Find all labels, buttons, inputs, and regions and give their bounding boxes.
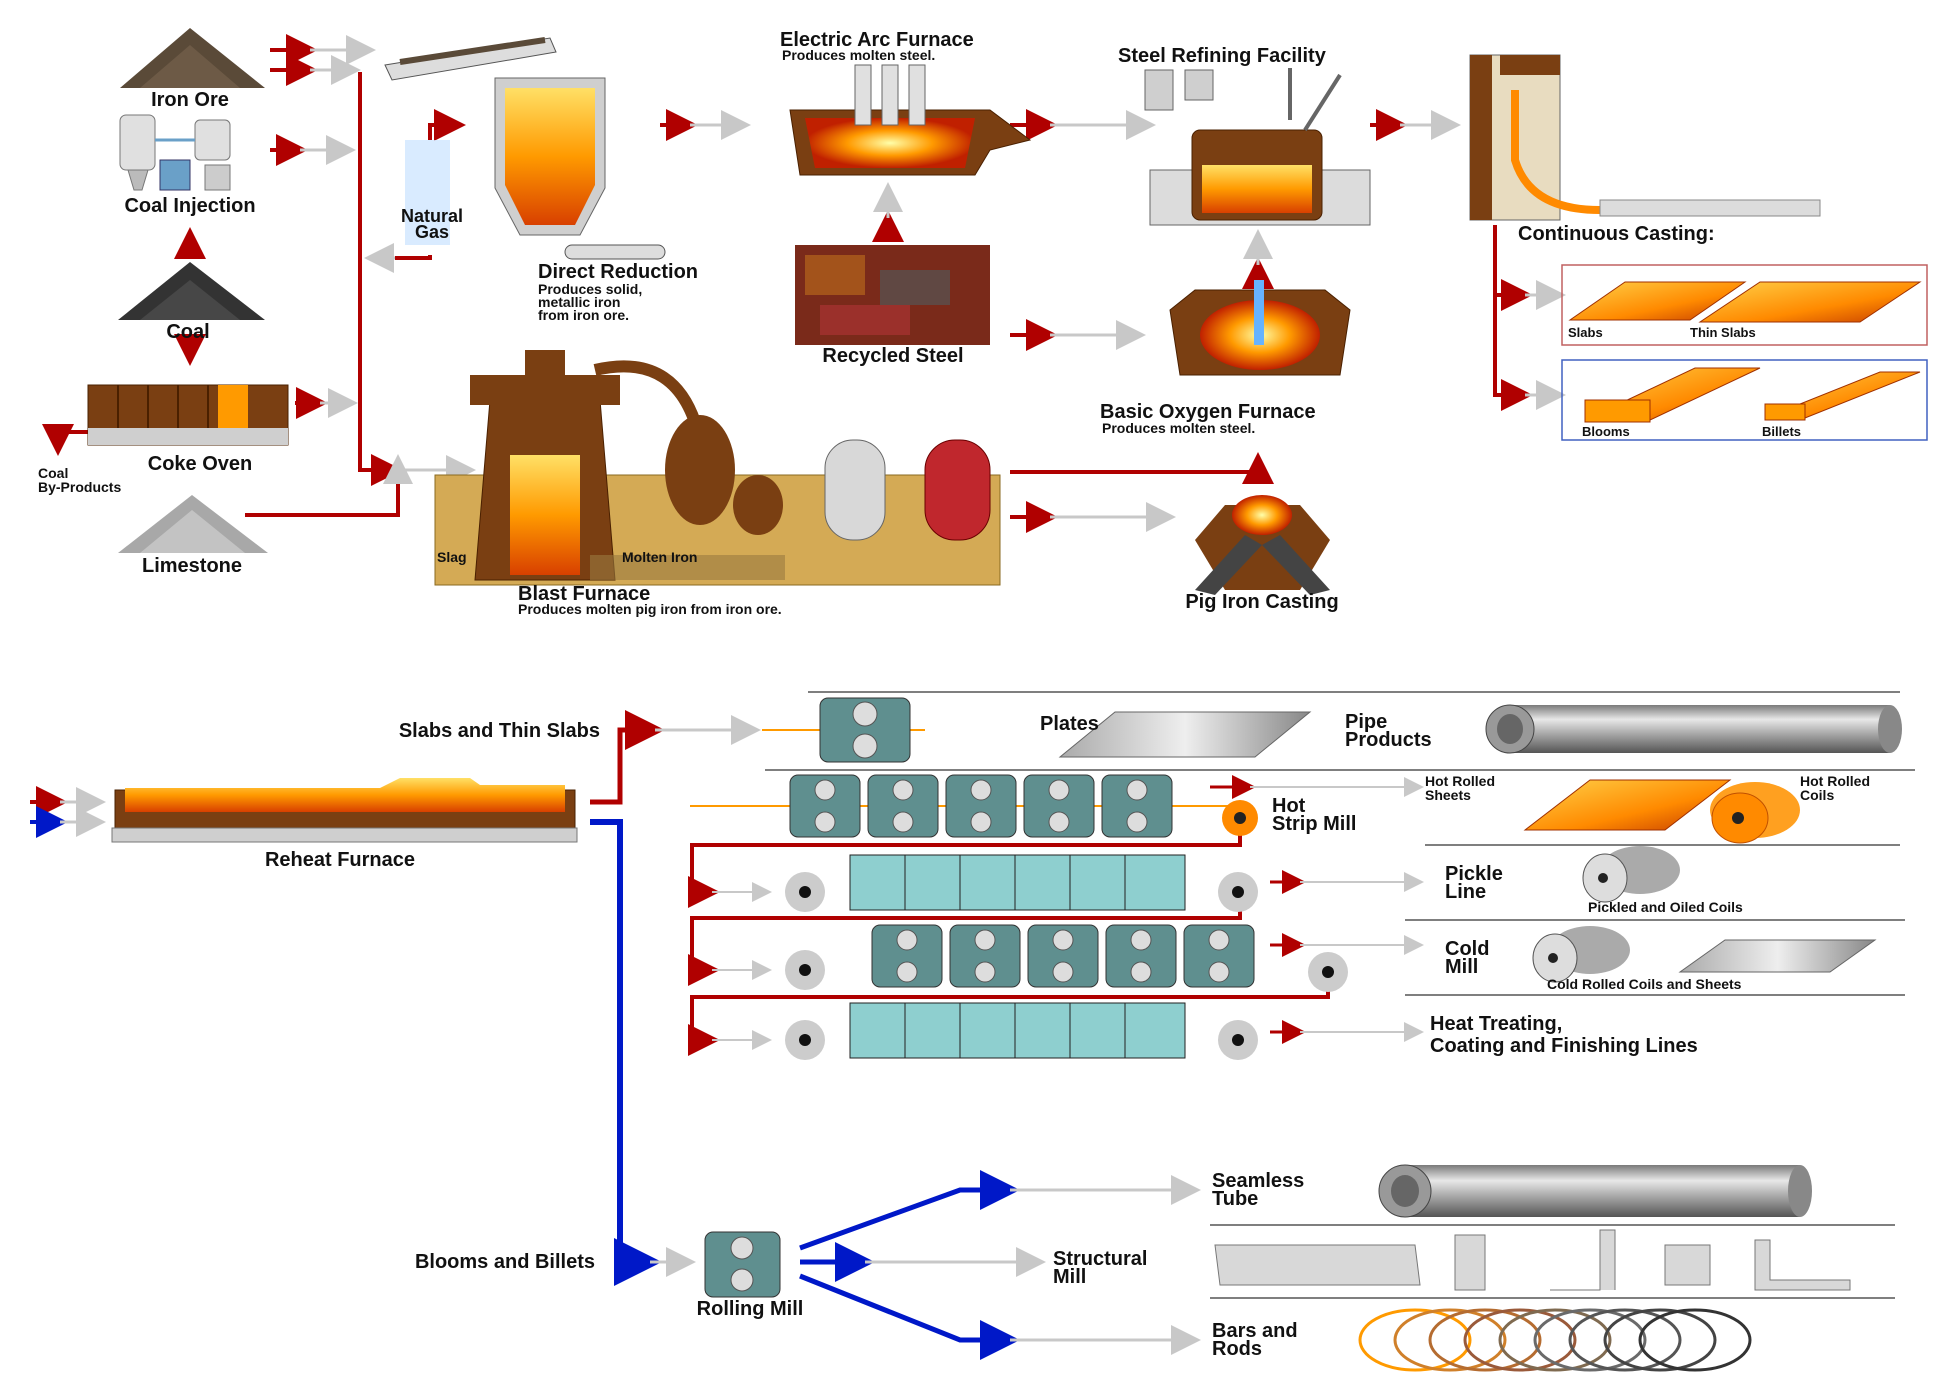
hot-strip-mill-label-2: Strip Mill	[1272, 813, 1356, 835]
direct-reduction-desc-2: metallic iron	[538, 294, 620, 310]
pig-iron-casting-label: Pig Iron Casting	[1185, 591, 1338, 613]
reheat-furnace-icon	[111, 778, 578, 843]
structural-mill-label-1: Structural	[1053, 1248, 1147, 1270]
thin-slab-icon	[1698, 281, 1922, 323]
pickle-line-label-2: Line	[1445, 881, 1486, 903]
natural-gas-icon	[405, 140, 450, 245]
blooms-label: Blooms	[1582, 424, 1630, 439]
limestone-pile-icon	[118, 495, 268, 553]
coal-injection-icon	[119, 114, 231, 191]
natural-gas-label-2: Gas	[415, 222, 449, 242]
reheat-furnace-label: Reheat Furnace	[265, 849, 415, 871]
blooms-box	[1561, 359, 1928, 441]
rolling-mill-label: Rolling Mill	[697, 1298, 804, 1320]
coal-injection-label: Coal Injection	[124, 195, 255, 217]
direct-reduction-title: Direct Reduction	[538, 261, 698, 283]
heat-treating-label-1: Heat Treating,	[1430, 1013, 1562, 1035]
hot-strip-mill-icon	[789, 774, 1258, 838]
blooms-billets-label: Blooms and Billets	[415, 1251, 595, 1273]
structural-mill-label-2: Mill	[1053, 1266, 1086, 1288]
pickled-coils-label: Pickled and Oiled Coils	[1588, 899, 1743, 915]
hot-rolled-coil-icon	[1710, 782, 1800, 844]
conveyor-icon	[384, 37, 666, 260]
bof-desc: Produces molten steel.	[1102, 420, 1255, 436]
eaf-title: Electric Arc Furnace	[780, 29, 974, 51]
rolling-mill-icon	[704, 1231, 781, 1298]
molten-iron-label: Molten Iron	[622, 549, 697, 565]
blast-furnace-desc: Produces molten pig iron from iron ore.	[518, 601, 782, 617]
pipe-icon	[1485, 704, 1902, 754]
bars-rods-label-2: Rods	[1212, 1338, 1262, 1360]
slag-label: Slag	[437, 549, 467, 565]
pickled-coil-icon	[1582, 846, 1680, 903]
thin-slabs-label: Thin Slabs	[1690, 325, 1756, 340]
cold-rolled-sheet-icon	[1678, 939, 1877, 973]
natural-gas-label-1: Natural	[401, 206, 463, 226]
plate-icon	[1058, 711, 1312, 758]
coal-label: Coal	[166, 321, 209, 343]
electric-arc-furnace-icon	[789, 64, 1032, 176]
hot-rolled-coils-label-1: Hot Rolled	[1800, 773, 1870, 789]
upper-flow-lines	[42, 34, 1566, 533]
slabs-label: Slabs	[1568, 325, 1603, 340]
pipe-products-label-2: Products	[1345, 729, 1432, 751]
beam-icon	[1214, 1229, 1851, 1291]
cold-mill-icon	[785, 924, 1348, 992]
seamless-tube-label-1: Seamless	[1212, 1170, 1304, 1192]
recycled-steel-label: Recycled Steel	[822, 345, 963, 367]
coal-byproducts-label-1: Coal	[38, 465, 68, 481]
bof-title: Basic Oxygen Furnace	[1100, 401, 1316, 423]
continuous-casting-label: Continuous Casting:	[1518, 223, 1715, 245]
lower-flow-lines	[30, 710, 1424, 1360]
billet-icon	[1764, 371, 1921, 421]
rod-coil-icon	[1358, 1308, 1752, 1372]
coke-oven-icon	[87, 384, 289, 446]
coal-pile-icon	[118, 262, 265, 320]
coal-byproducts-label-2: By-Products	[38, 479, 121, 495]
cold-mill-label-1: Cold	[1445, 938, 1489, 960]
billets-label: Billets	[1762, 424, 1801, 439]
mill-stand-icon	[819, 697, 911, 763]
refining-label: Steel Refining Facility	[1118, 45, 1327, 67]
ore-pile-icon	[120, 28, 265, 88]
pickle-line-icon	[785, 854, 1258, 912]
heat-treating-label-2: Coating and Finishing Lines	[1430, 1035, 1698, 1057]
plates-label: Plates	[1040, 713, 1099, 735]
iron-ore-label: Iron Ore	[151, 89, 229, 111]
hot-rolled-sheet-icon	[1523, 779, 1732, 831]
pipe-products-label-1: Pipe	[1345, 711, 1387, 733]
bloom-icon	[1584, 367, 1761, 423]
blast-furnace-title: Blast Furnace	[518, 583, 650, 605]
coke-oven-label: Coke Oven	[148, 453, 252, 475]
ladle-refining-icon	[1144, 68, 1371, 226]
blast-furnace-icon	[434, 350, 1001, 586]
direct-reduction-vessel-icon	[494, 77, 606, 236]
eaf-desc: Produces molten steel.	[782, 47, 935, 63]
cold-rolled-label: Cold Rolled Coils and Sheets	[1547, 976, 1742, 992]
direct-reduction-desc-3: from iron ore.	[538, 307, 629, 323]
basic-oxygen-furnace-icon	[1169, 280, 1351, 376]
cold-rolled-coil-icon	[1532, 926, 1630, 983]
scrap-pile-icon	[795, 245, 990, 345]
pickle-line-label-1: Pickle	[1445, 863, 1503, 885]
hot-rolled-sheets-label-1: Hot Rolled	[1425, 773, 1495, 789]
hot-rolled-coils-label-2: Coils	[1800, 787, 1834, 803]
slab-icon	[1568, 281, 1747, 321]
pig-iron-caster-icon	[1195, 495, 1330, 595]
hot-rolled-sheets-label-2: Sheets	[1425, 787, 1471, 803]
slabs-thin-slabs-label: Slabs and Thin Slabs	[399, 720, 600, 742]
hot-strip-mill-label-1: Hot	[1272, 795, 1306, 817]
limestone-label: Limestone	[142, 555, 242, 577]
product-separators	[765, 691, 1915, 1299]
continuous-caster-icon	[1469, 54, 1821, 221]
finishing-line-icon	[785, 1002, 1258, 1060]
bars-rods-label-1: Bars and	[1212, 1320, 1298, 1342]
seamless-tube-icon	[1378, 1164, 1812, 1218]
slabs-box	[1561, 264, 1928, 346]
seamless-tube-label-2: Tube	[1212, 1188, 1258, 1210]
cold-mill-label-2: Mill	[1445, 956, 1478, 978]
direct-reduction-desc-1: Produces solid,	[538, 281, 642, 297]
